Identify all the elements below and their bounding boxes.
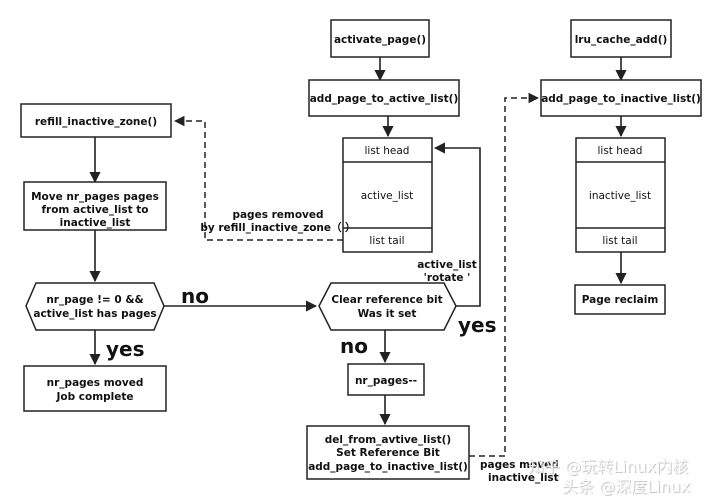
del-from-active-line-3: add_page_to_inactive_list() xyxy=(308,461,468,473)
del-from-active-box xyxy=(306,425,470,480)
move-nr-pages-line-2: from active_list to xyxy=(41,204,148,216)
clear-reference-line-2: Was it set xyxy=(358,308,417,320)
del-from-active-line-1: del_from_avtive_list() xyxy=(325,434,451,446)
add-page-to-inactive-list-box xyxy=(540,79,702,117)
inactive-list-tail-label: list tail xyxy=(602,235,637,247)
page-reclaim-box xyxy=(574,284,666,315)
clear-reference-hexagon xyxy=(318,282,457,331)
edge-dashed-pages-removed xyxy=(173,115,343,241)
active-list-structure: list head active_list list tail xyxy=(342,137,433,253)
active-list-head-label: list head xyxy=(365,145,410,157)
add-page-to-inactive-list-label: add_page_to_inactive_list() xyxy=(541,93,701,105)
condition-line-1: nr_page != 0 && xyxy=(46,294,143,306)
nr-pages-moved-box xyxy=(23,365,167,412)
lru-cache-add-label: lru_cache_add() xyxy=(575,34,668,46)
inactive-list-structure: list head inactive_list list tail xyxy=(575,137,666,253)
pages-removed-line-1: pages removed xyxy=(232,209,323,221)
inactive-list-frame xyxy=(575,137,666,253)
add-page-to-active-list-box xyxy=(308,79,460,117)
refill-inactive-zone-box xyxy=(20,103,172,138)
inactive-list-body-label: inactive_list xyxy=(589,190,651,202)
activate-page-label: activate_page() xyxy=(334,34,426,46)
refill-inactive-zone-label: refill_inactive_zone() xyxy=(35,116,157,128)
condition-hexagon xyxy=(25,282,165,331)
active-list-rotate-line-2: 'rotate ' xyxy=(424,272,471,284)
page-reclaim-label: Page reclaim xyxy=(582,294,659,306)
edge-clear-yes-rotate xyxy=(433,142,481,307)
pages-moved-label-line-1: pages moved xyxy=(480,459,559,471)
add-page-to-active-list-label: add_page_to_active_list() xyxy=(310,93,459,105)
nr-pages-moved-line-2: Job complete xyxy=(55,391,133,403)
yes-label-clear: yes xyxy=(458,313,497,337)
move-nr-pages-line-1: Move nr_pages pages xyxy=(31,191,159,203)
inactive-list-head-label: list head xyxy=(598,145,643,157)
del-from-active-line-2: Set Reference Bit xyxy=(336,447,440,459)
activate-page-box xyxy=(330,19,430,58)
clear-reference-line-1: Clear reference bit xyxy=(331,294,442,306)
condition-line-2: active_list has pages xyxy=(33,308,156,320)
active-list-rotate-line-1: active_list xyxy=(417,259,477,271)
pages-removed-line-2: by refill_inactive_zone（ ） xyxy=(200,221,355,234)
pages-moved-label-line-2: inactive_list xyxy=(488,472,559,484)
no-label-condition: no xyxy=(181,284,209,308)
nr-pages-moved-line-1: nr_pages moved xyxy=(47,377,144,389)
watermark-zhihu-shadow: 知乎 @玩转Linux内核 xyxy=(529,458,689,477)
move-nr-pages-line-3: inactive_list xyxy=(60,217,131,229)
nr-pages-dec-box xyxy=(347,363,425,396)
active-list-frame xyxy=(342,137,433,253)
active-list-tail-label: list tail xyxy=(369,235,404,247)
lru-cache-add-box xyxy=(570,19,672,58)
yes-label-condition: yes xyxy=(106,337,145,361)
nr-pages-dec-label: nr_pages-- xyxy=(355,375,417,387)
watermark-toutiao: 头条 @深度Linux xyxy=(562,477,690,496)
no-label-clear: no xyxy=(340,334,368,358)
active-list-body-label: active_list xyxy=(361,190,414,202)
watermark-zhihu: 知乎 @玩转Linux内核 xyxy=(528,457,688,476)
watermark-toutiao-shadow: 头条 @深度Linux xyxy=(563,478,691,497)
move-nr-pages-box xyxy=(23,181,167,231)
edge-dashed-to-addinactive xyxy=(469,92,540,457)
